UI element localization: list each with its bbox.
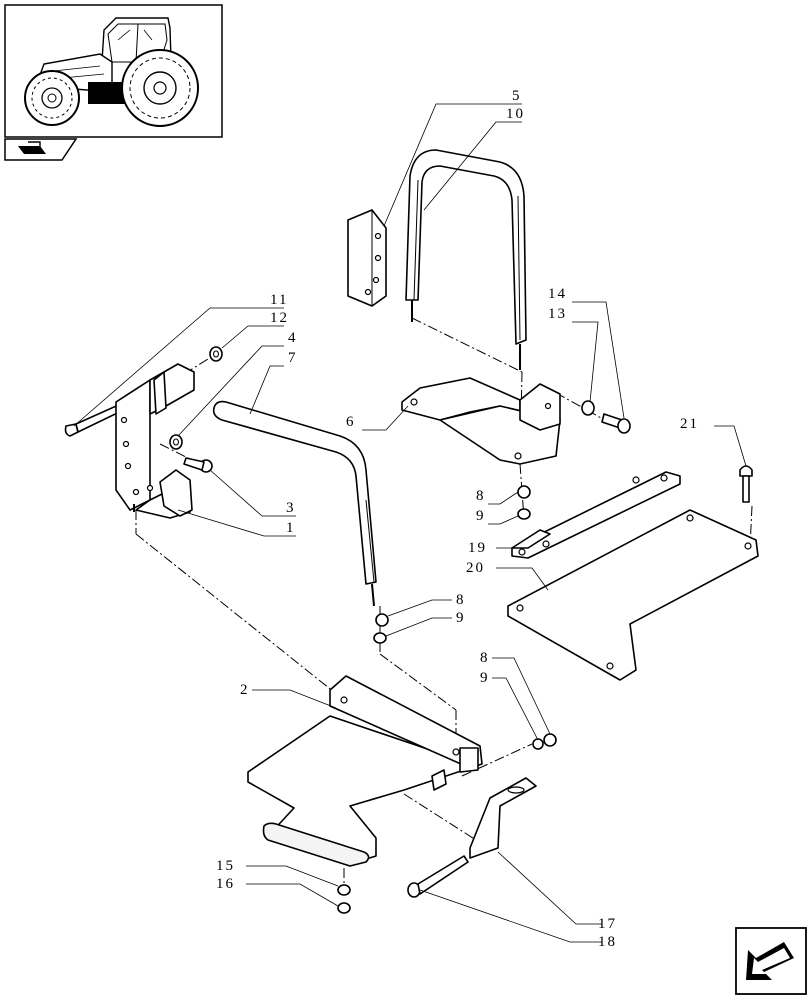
callout-18: 18 [598,934,617,950]
part-9-nut-b [373,632,387,644]
callout-10: 10 [506,106,525,122]
callout-4: 4 [288,330,298,346]
part-14-screw [601,413,631,434]
callout-8c: 8 [480,650,490,666]
callout-9c: 9 [480,670,490,686]
part-18-screw [407,855,469,898]
part-8-washer-b [375,613,389,627]
part-16-nut [337,902,351,914]
part-13-washer [581,400,595,416]
callout-8a: 8 [476,488,486,504]
part-20-plate [507,509,759,681]
part-8-washer-c [543,733,557,747]
callout-labels: 5 10 11 12 4 7 14 13 6 21 3 1 8 9 19 20 … [216,88,699,950]
leader-lines [73,103,747,943]
part-1-left-bracket [115,363,195,519]
callout-20: 20 [466,560,485,576]
part-12-washer [209,346,223,362]
part-9-nut-a [517,508,531,520]
callout-9b: 9 [456,610,466,626]
callout-13: 13 [548,306,567,322]
next-page-arrow-icon[interactable] [735,927,807,995]
part-15-washer [337,884,351,896]
callout-17: 17 [598,916,617,932]
part-3-screw [183,457,213,473]
callout-7: 7 [288,350,298,366]
callout-21: 21 [680,416,699,432]
callout-5: 5 [512,88,522,104]
part-7-arm [212,400,377,607]
callout-11: 11 [270,292,288,308]
callout-3: 3 [286,500,296,516]
part-17-l-bracket [469,777,537,859]
part-8-washer-a [517,485,531,499]
part-9-nut-c [532,738,544,750]
callout-1: 1 [286,520,296,536]
part-5-bracket [347,209,387,307]
part-21-bolt [739,465,753,503]
part-10-u-handle [405,149,527,370]
callout-16: 16 [216,876,235,892]
callout-19: 19 [468,540,487,556]
part-2-base-plate [247,675,483,867]
callout-2: 2 [240,682,250,698]
callout-15: 15 [216,858,235,874]
book-section-icon [4,138,78,161]
callout-6: 6 [346,414,356,430]
part-19-rail [511,471,681,559]
callout-8b: 8 [456,592,466,608]
part-4-washer [169,434,183,450]
callout-14: 14 [548,286,567,302]
callout-12: 12 [270,310,289,326]
callout-9a: 9 [476,508,486,524]
tractor-overview-icon [4,4,223,138]
part-6-mount-bracket [401,377,561,465]
